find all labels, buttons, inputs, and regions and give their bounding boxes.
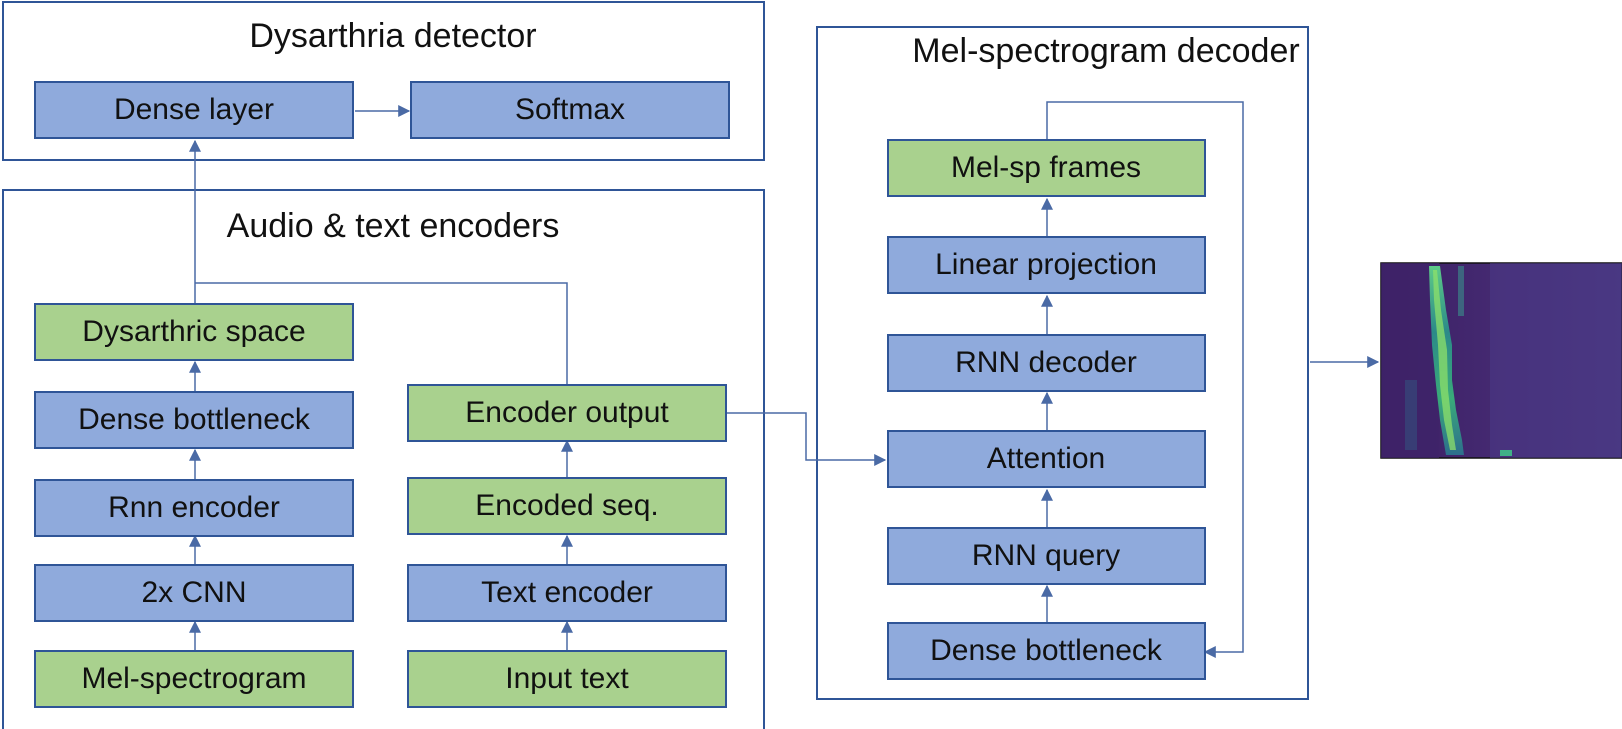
node-attention: Attention — [887, 430, 1206, 488]
node-dense-layer-label: Dense layer — [114, 93, 274, 126]
node-rnn-decoder-label: RNN decoder — [955, 346, 1137, 379]
node-dense-layer: Dense layer — [34, 81, 354, 139]
node-rnn-query: RNN query — [887, 527, 1206, 585]
node-rnn-decoder: RNN decoder — [887, 334, 1206, 392]
node-dysarthric-space: Dysarthric space — [34, 303, 354, 361]
node-softmax-label: Softmax — [515, 93, 625, 126]
node-text-encoder: Text encoder — [407, 564, 727, 622]
node-2x-cnn: 2x CNN — [34, 564, 354, 622]
connectors — [189, 101, 1380, 658]
node-input-text-label: Input text — [505, 662, 629, 695]
node-mel-spectrogram-input-label: Mel-spectrogram — [81, 662, 306, 695]
node-encoder-output: Encoder output — [407, 384, 727, 442]
node-linear-projection-label: Linear projection — [935, 248, 1157, 281]
node-mel-sp-frames-label: Mel-sp frames — [951, 151, 1141, 184]
node-encoded-seq: Encoded seq. — [407, 477, 727, 535]
node-encoder-output-label: Encoder output — [465, 396, 669, 429]
node-rnn-query-label: RNN query — [972, 539, 1120, 572]
node-attention-label: Attention — [987, 442, 1105, 475]
node-rnn-encoder: Rnn encoder — [34, 479, 354, 537]
node-2x-cnn-label: 2x CNN — [141, 576, 246, 609]
audio-text-encoders-title: Audio & text encoders — [227, 207, 560, 245]
arrow-encoder-output-to-attention — [725, 412, 887, 466]
node-rnn-encoder-label: Rnn encoder — [108, 491, 280, 524]
arrow-space-to-encoder-output — [195, 282, 573, 403]
audio-text-encoders-panel: Audio & text encoders — [2, 189, 765, 729]
arrow-frames-feedback-to-bottleneck — [1046, 101, 1244, 658]
node-text-encoder-label: Text encoder — [481, 576, 653, 609]
node-encoded-seq-label: Encoded seq. — [475, 489, 658, 522]
mel-spectrogram-image — [1380, 262, 1622, 459]
node-mel-spectrogram-input: Mel-spectrogram — [34, 650, 354, 708]
node-dense-bottleneck-decoder-label: Dense bottleneck — [930, 634, 1163, 667]
node-softmax: Softmax — [410, 81, 730, 139]
mel-spectrogram-decoder-title: Mel-spectrogram decoder — [912, 32, 1299, 70]
dysarthria-detector-title: Dysarthria detector — [249, 17, 536, 55]
node-dysarthric-space-label: Dysarthric space — [82, 315, 305, 348]
node-dense-bottleneck-encoder: Dense bottleneck — [34, 391, 354, 449]
node-mel-sp-frames: Mel-sp frames — [887, 139, 1206, 197]
node-dense-bottleneck-encoder-label: Dense bottleneck — [78, 403, 311, 436]
node-input-text: Input text — [407, 650, 727, 708]
node-linear-projection: Linear projection — [887, 236, 1206, 294]
node-dense-bottleneck-decoder: Dense bottleneck — [887, 622, 1206, 680]
